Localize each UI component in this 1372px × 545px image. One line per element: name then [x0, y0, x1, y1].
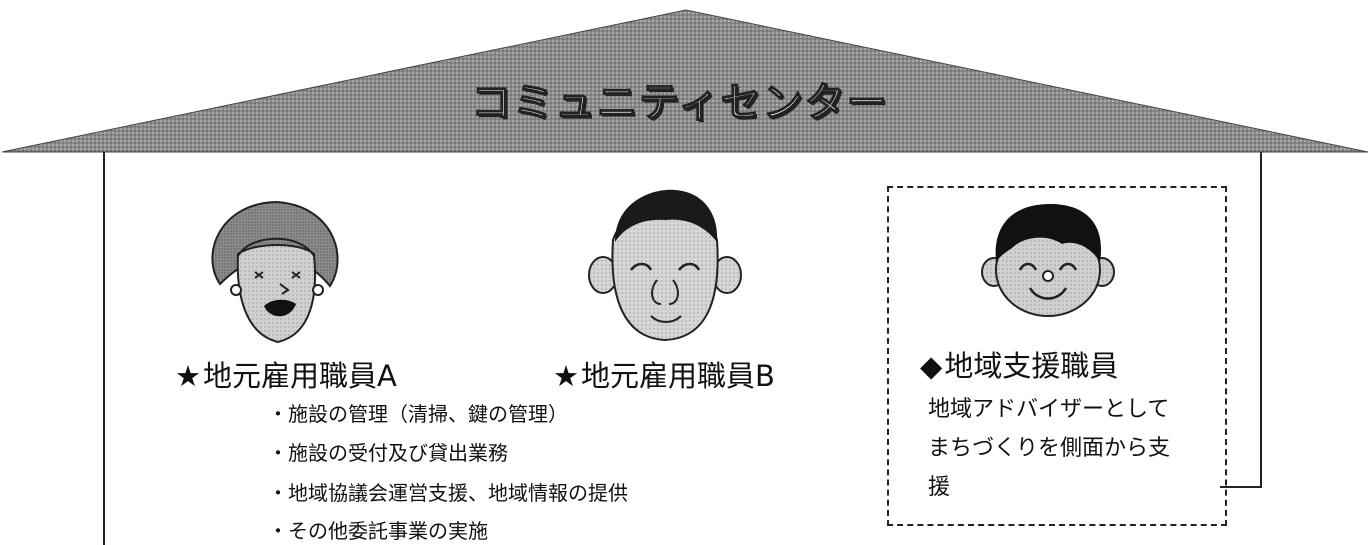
wall-right [1260, 152, 1262, 487]
staff-label-b: ★地元雇用職員B [553, 353, 775, 395]
duty-item: ・施設の管理（清掃、鍵の管理） [268, 402, 568, 426]
support-description: 地域アドバイザーとして まちづくりを側面から支 援 [928, 390, 1228, 507]
duty-item: ・地域協議会運営支援、地域情報の提供 [268, 481, 628, 505]
diamond-icon: ◆ [920, 349, 943, 383]
man-face-icon [588, 189, 742, 342]
star-icon: ★ [175, 359, 201, 393]
duty-item: ・施設の受付及び貸出業務 [268, 441, 508, 465]
staff-label-a-text: 地元雇用職員A [203, 359, 397, 393]
support-staff-box [887, 186, 1227, 526]
support-description-line: 援 [928, 475, 951, 500]
support-description-line: まちづくりを側面から支 [928, 436, 1171, 461]
building-title: コミュニティセンター [470, 79, 889, 127]
wall-left [103, 152, 105, 545]
smiling-boy-face-icon [981, 204, 1115, 317]
duty-item: ・その他委託事業の実施 [268, 519, 488, 543]
roof-shape [1, 9, 1369, 153]
staff-label-a: ★地元雇用職員A [175, 353, 397, 395]
star-icon: ★ [553, 359, 579, 393]
support-description-line: 地域アドバイザーとして [928, 397, 1170, 422]
wall-bottom [1220, 486, 1262, 488]
staff-label-b-text: 地元雇用職員B [581, 359, 775, 393]
woman-face-icon [211, 200, 339, 344]
staff-label-support-text: 地域支援職員 [944, 349, 1119, 383]
staff-label-support: ◆地域支援職員 [920, 343, 1118, 385]
